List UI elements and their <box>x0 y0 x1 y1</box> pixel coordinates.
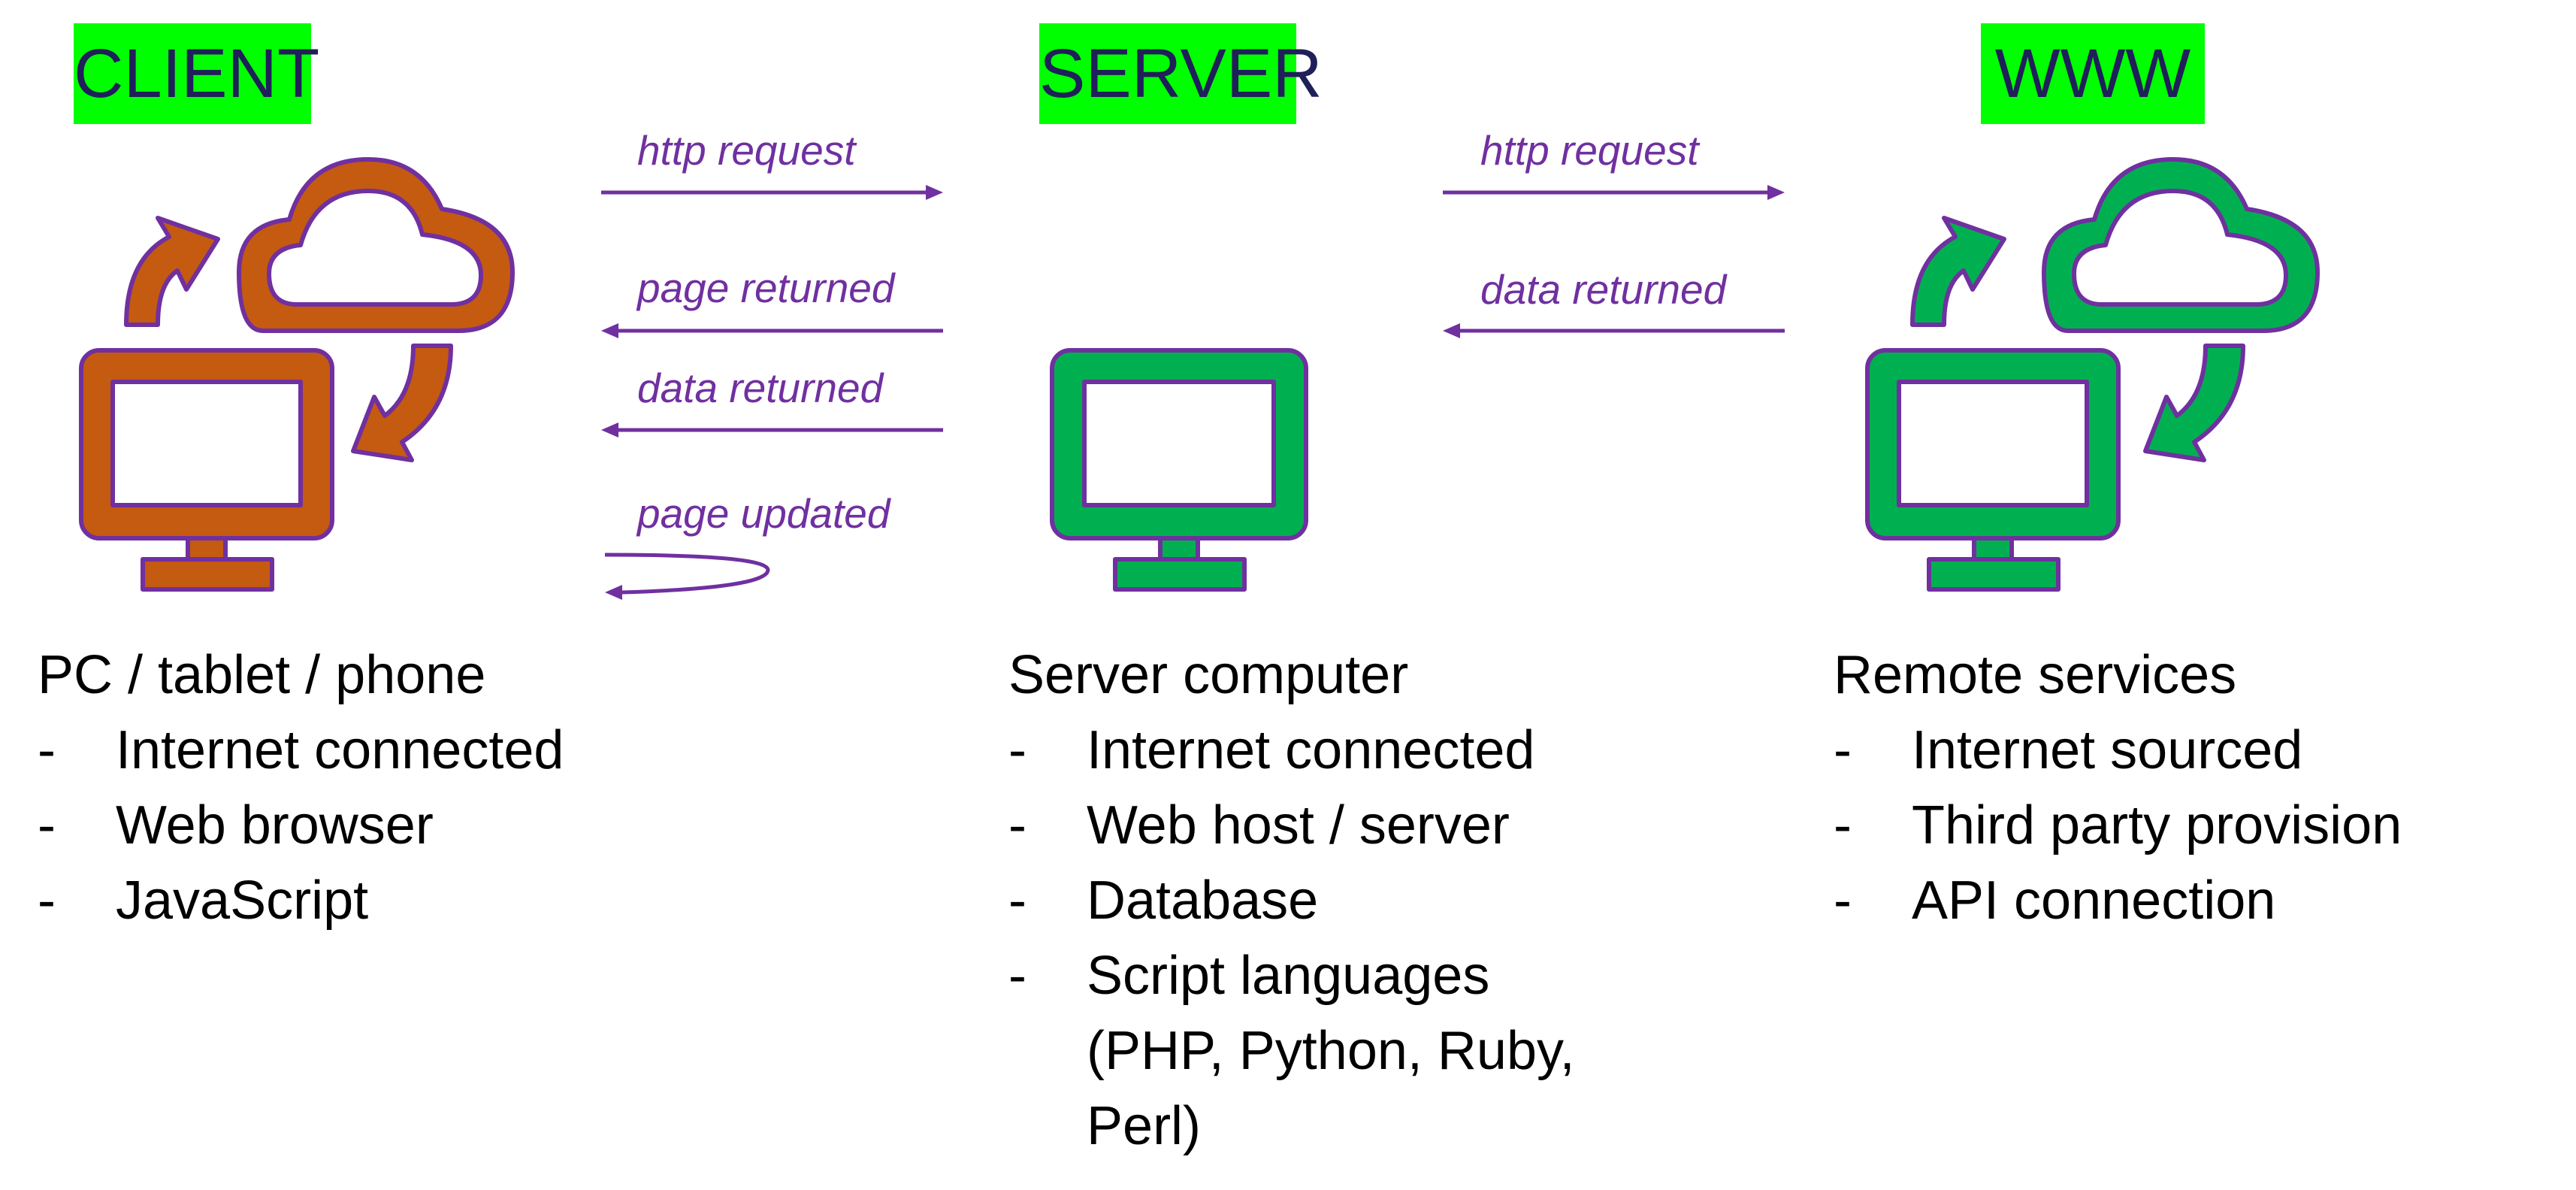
server-heading: SERVER <box>1039 23 1323 124</box>
arrow-page-returned <box>601 323 943 338</box>
server-list-item-continuation: (PHP, Python, Ruby, <box>1087 1021 1575 1081</box>
server-list-item: -Web host / server <box>1008 795 1510 855</box>
client-list-item: -Web browser <box>38 795 434 855</box>
arrow-label-data-returned-2: data returned <box>1480 266 1727 313</box>
client-title: PC / tablet / phone <box>38 645 486 705</box>
server-description: Server computer -Internet connected -Web… <box>1008 637 1575 1164</box>
server-list-item: -Internet connected <box>1008 720 1535 780</box>
arrow-label-page-returned: page returned <box>637 265 895 311</box>
www-list-item: -API connection <box>1834 871 2276 931</box>
client-computer-cloud-icon <box>79 157 515 592</box>
arrow-http-request-1 <box>601 185 943 200</box>
arrow-label-data-returned-1: data returned <box>637 365 884 411</box>
arrow-label-http-request-1: http request <box>637 127 856 174</box>
server-list-item: -Script languages <box>1008 946 1490 1006</box>
www-computer-cloud-icon <box>1865 157 2320 592</box>
server-title: Server computer <box>1008 645 1409 705</box>
www-list-item: -Internet sourced <box>1834 720 2303 780</box>
arrow-label-page-updated: page updated <box>637 490 890 537</box>
www-heading: WWW <box>1981 23 2205 124</box>
arrow-label-http-request-2: http request <box>1480 127 1699 174</box>
www-list-item: -Third party provision <box>1834 795 2402 855</box>
arrow-http-request-2 <box>1443 185 1785 200</box>
client-list-item: -JavaScript <box>38 871 369 931</box>
arrow-page-updated <box>604 553 770 600</box>
www-description: Remote services -Internet sourced -Third… <box>1834 637 2402 938</box>
arrow-data-returned-2 <box>1443 323 1785 338</box>
server-list-item: -Database <box>1008 871 1319 931</box>
www-title: Remote services <box>1834 645 2237 705</box>
client-list-item: -Internet connected <box>38 720 564 780</box>
server-monitor-icon <box>1050 348 1308 592</box>
arrow-data-returned-1 <box>601 422 943 438</box>
client-description: PC / tablet / phone -Internet connected … <box>38 637 564 938</box>
server-list-item-continuation: Perl) <box>1087 1096 1202 1156</box>
client-heading: CLIENT <box>74 23 319 124</box>
